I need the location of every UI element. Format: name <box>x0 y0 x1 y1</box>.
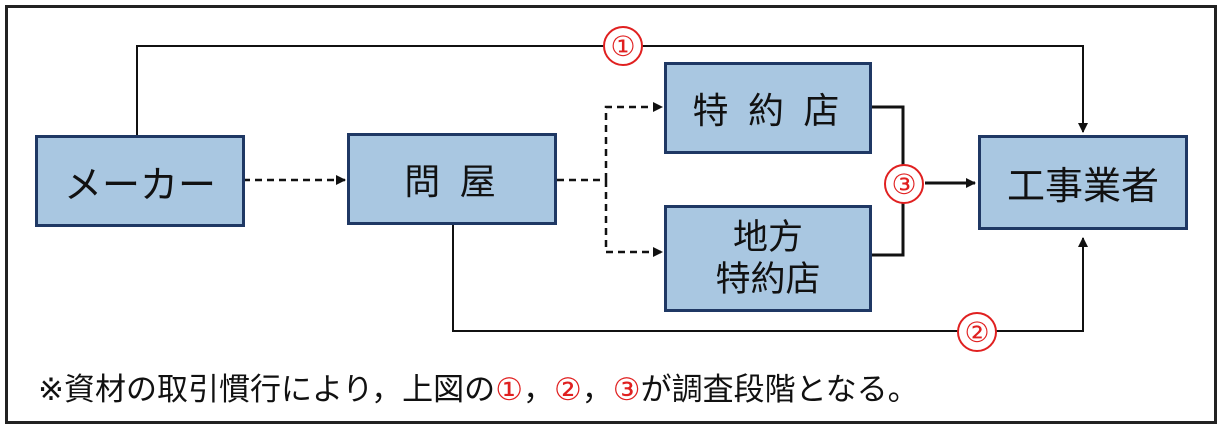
wholesaler-box: 問 屋 <box>347 133 557 225</box>
dealer-box: 特 約 店 <box>664 62 872 154</box>
route-2-line <box>452 225 1088 332</box>
route-2-marker: ② <box>957 312 997 352</box>
footnote: ※資材の取引慣行により，上図の①，②，③が調査段階となる。 <box>38 364 919 409</box>
dealer-label: 特 約 店 <box>692 91 844 132</box>
regional-dealer-label-line1: 地方 <box>732 217 803 258</box>
regional-dealer-label-line2: 特約店 <box>715 259 821 300</box>
diagram-frame <box>5 5 1217 424</box>
footnote-marker-3: ③ <box>612 372 641 408</box>
footnote-sep-2: ， <box>581 372 613 408</box>
footnote-prefix: ※資材の取引慣行により，上図の <box>38 372 496 408</box>
footnote-marker-1: ① <box>495 372 523 408</box>
contractor-label: 工事業者 <box>1006 164 1159 208</box>
footnote-suffix: が調査段階となる。 <box>640 372 919 408</box>
route-3-marker: ③ <box>884 164 924 204</box>
regional-dealer-box: 地方 特約店 <box>664 205 872 312</box>
route-1-marker: ① <box>603 26 643 66</box>
footnote-sep-1: ， <box>522 372 554 408</box>
footnote-marker-2: ② <box>553 372 582 408</box>
contractor-box: 工事業者 <box>978 135 1188 230</box>
wholesaler-to-dealer-arrow <box>604 102 663 180</box>
maker-box: メーカー <box>35 135 245 227</box>
wholesaler-label: 問 屋 <box>404 162 500 203</box>
wholesaler-to-regional-arrow <box>604 180 663 257</box>
maker-label: メーカー <box>63 162 216 207</box>
